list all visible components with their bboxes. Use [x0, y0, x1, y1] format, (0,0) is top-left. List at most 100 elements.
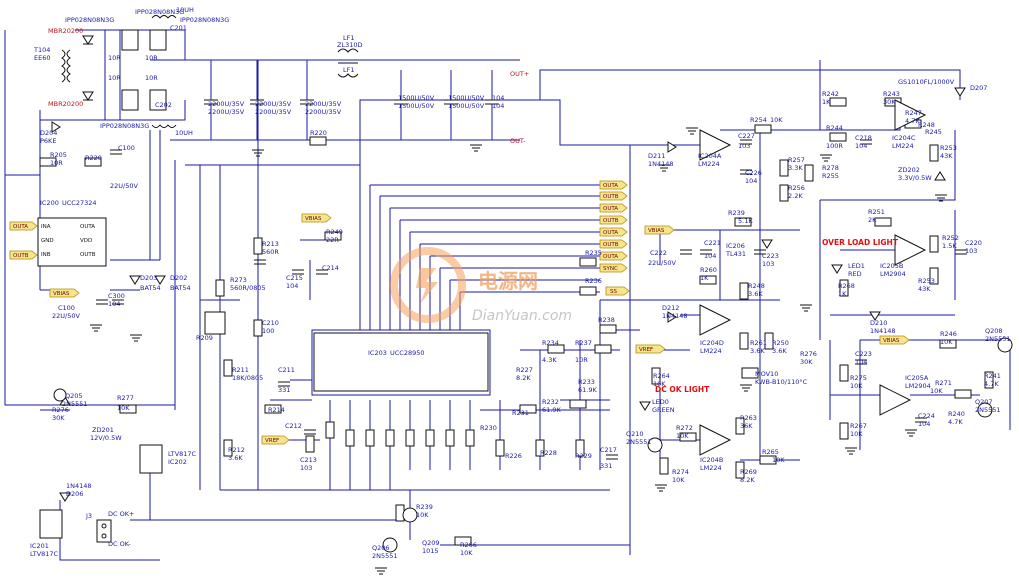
svg-text:R209: R209: [196, 334, 213, 342]
svg-text:C227: C227: [738, 132, 755, 140]
svg-text:1N4148: 1N4148: [66, 482, 92, 490]
svg-text:3.6K: 3.6K: [748, 290, 763, 298]
svg-text:C218: C218: [855, 134, 872, 142]
svg-text:8.2K: 8.2K: [740, 476, 755, 484]
svg-text:104: 104: [855, 142, 867, 150]
svg-text:DC OK+: DC OK+: [108, 510, 134, 518]
port-vbias-2: VBIAS: [644, 225, 675, 235]
svg-text:OUTB: OUTB: [603, 242, 619, 248]
svg-text:C212: C212: [285, 422, 302, 430]
svg-text:LM224: LM224: [700, 347, 722, 355]
svg-text:R255: R255: [822, 172, 839, 180]
svg-text:R239: R239: [728, 209, 745, 217]
svg-text:R214: R214: [268, 406, 285, 414]
svg-text:C300: C300: [108, 292, 125, 300]
svg-text:R205: R205: [50, 151, 67, 159]
svg-text:R244: R244: [826, 124, 843, 132]
svg-text:LF1: LF1: [343, 34, 355, 42]
svg-text:R266: R266: [460, 541, 477, 549]
svg-text:C211: C211: [278, 366, 295, 374]
svg-text:C222: C222: [650, 249, 667, 257]
svg-text:104: 104: [855, 358, 867, 366]
svg-text:R237: R237: [575, 339, 592, 347]
svg-text:C100: C100: [58, 304, 75, 312]
svg-text:VREF: VREF: [265, 438, 279, 444]
svg-text:18K/0805: 18K/0805: [232, 374, 263, 382]
svg-text:GND: GND: [41, 238, 54, 244]
svg-text:R257: R257: [788, 156, 805, 164]
svg-text:1500U/50V: 1500U/50V: [398, 102, 435, 110]
svg-text:R261: R261: [750, 339, 767, 347]
svg-text:1500U/50V: 1500U/50V: [448, 94, 485, 102]
svg-text:3.6K: 3.6K: [228, 454, 243, 462]
svg-text:R264: R264: [653, 372, 670, 380]
svg-text:OUTA: OUTA: [13, 224, 28, 230]
port-outb-1: OUTB: [599, 191, 628, 201]
net-ports: OUTA OUTB OUTA OUTB OUTA OUTB OUTA SYNC …: [9, 180, 910, 445]
label-out-plus: OUT+: [510, 70, 529, 78]
svg-text:C100: C100: [118, 144, 135, 152]
svg-text:OUTB: OUTB: [80, 252, 96, 258]
svg-text:10R: 10R: [145, 74, 158, 82]
svg-text:R240: R240: [948, 410, 965, 418]
svg-text:2N5551: 2N5551: [372, 552, 398, 560]
svg-text:R233: R233: [578, 378, 595, 386]
svg-text:D210: D210: [870, 319, 887, 327]
svg-text:1K: 1K: [700, 274, 709, 282]
svg-text:103: 103: [762, 260, 774, 268]
svg-text:R238: R238: [598, 316, 615, 324]
svg-text:IPP028N08N3G: IPP028N08N3G: [65, 16, 114, 24]
svg-text:C202: C202: [155, 101, 172, 109]
svg-text:UCC28950: UCC28950: [390, 349, 425, 357]
svg-text:R226: R226: [505, 452, 522, 460]
port-vbias-1: VBIAS: [301, 213, 332, 223]
svg-text:T104: T104: [33, 46, 50, 54]
svg-text:LM2904: LM2904: [905, 382, 931, 390]
svg-text:TL431: TL431: [725, 250, 746, 258]
svg-text:22U/50V: 22U/50V: [648, 259, 676, 267]
svg-text:D211: D211: [648, 152, 665, 160]
svg-text:4.7K: 4.7K: [905, 117, 920, 125]
svg-text:C226: C226: [745, 169, 762, 177]
svg-text:R271: R271: [935, 379, 952, 387]
port-outa-2: OUTA: [599, 203, 628, 213]
svg-text:BAT54: BAT54: [140, 284, 161, 292]
svg-text:10K: 10K: [850, 382, 863, 390]
svg-text:IC206: IC206: [726, 242, 745, 250]
svg-text:R250: R250: [772, 339, 789, 347]
svg-text:10R: 10R: [575, 356, 588, 364]
svg-text:R272: R272: [676, 424, 693, 432]
port-outa-1: OUTA: [599, 180, 628, 190]
svg-text:C213: C213: [300, 456, 317, 464]
svg-text:VBIAS: VBIAS: [883, 338, 900, 344]
svg-text:C217: C217: [600, 446, 617, 454]
svg-text:3.3V/0.5W: 3.3V/0.5W: [898, 174, 932, 182]
svg-text:IC202: IC202: [168, 458, 187, 466]
port-outa-3: OUTA: [599, 227, 628, 237]
port-sync: SYNC: [599, 263, 628, 273]
svg-text:1015: 1015: [422, 547, 439, 555]
svg-text:30K: 30K: [800, 358, 813, 366]
svg-text:2N5551: 2N5551: [985, 335, 1011, 343]
port-vbias-4: VBIAS: [49, 288, 80, 298]
svg-text:10K: 10K: [672, 476, 685, 484]
svg-text:R236: R236: [585, 277, 602, 285]
svg-text:GS1010FL/1000V: GS1010FL/1000V: [898, 78, 955, 86]
svg-text:SYNC: SYNC: [603, 266, 618, 272]
svg-text:R239: R239: [416, 503, 433, 511]
svg-text:R265: R265: [762, 448, 779, 456]
svg-text:10K: 10K: [676, 432, 689, 440]
svg-text:C215: C215: [286, 274, 303, 282]
svg-text:22U/50V: 22U/50V: [52, 312, 80, 320]
svg-text:1N4148: 1N4148: [870, 327, 896, 335]
svg-text:R276: R276: [800, 350, 817, 358]
svg-text:8.2K: 8.2K: [516, 374, 531, 382]
svg-text:R275: R275: [850, 374, 867, 382]
svg-text:LTV817C: LTV817C: [168, 450, 197, 458]
svg-text:OUTB: OUTB: [13, 253, 29, 259]
port-vref-2: VREF: [261, 435, 290, 445]
svg-text:R256: R256: [788, 184, 805, 192]
svg-text:GREEN: GREEN: [652, 406, 675, 414]
svg-text:1K: 1K: [822, 98, 831, 106]
svg-text:2200U/35V: 2200U/35V: [208, 100, 245, 108]
